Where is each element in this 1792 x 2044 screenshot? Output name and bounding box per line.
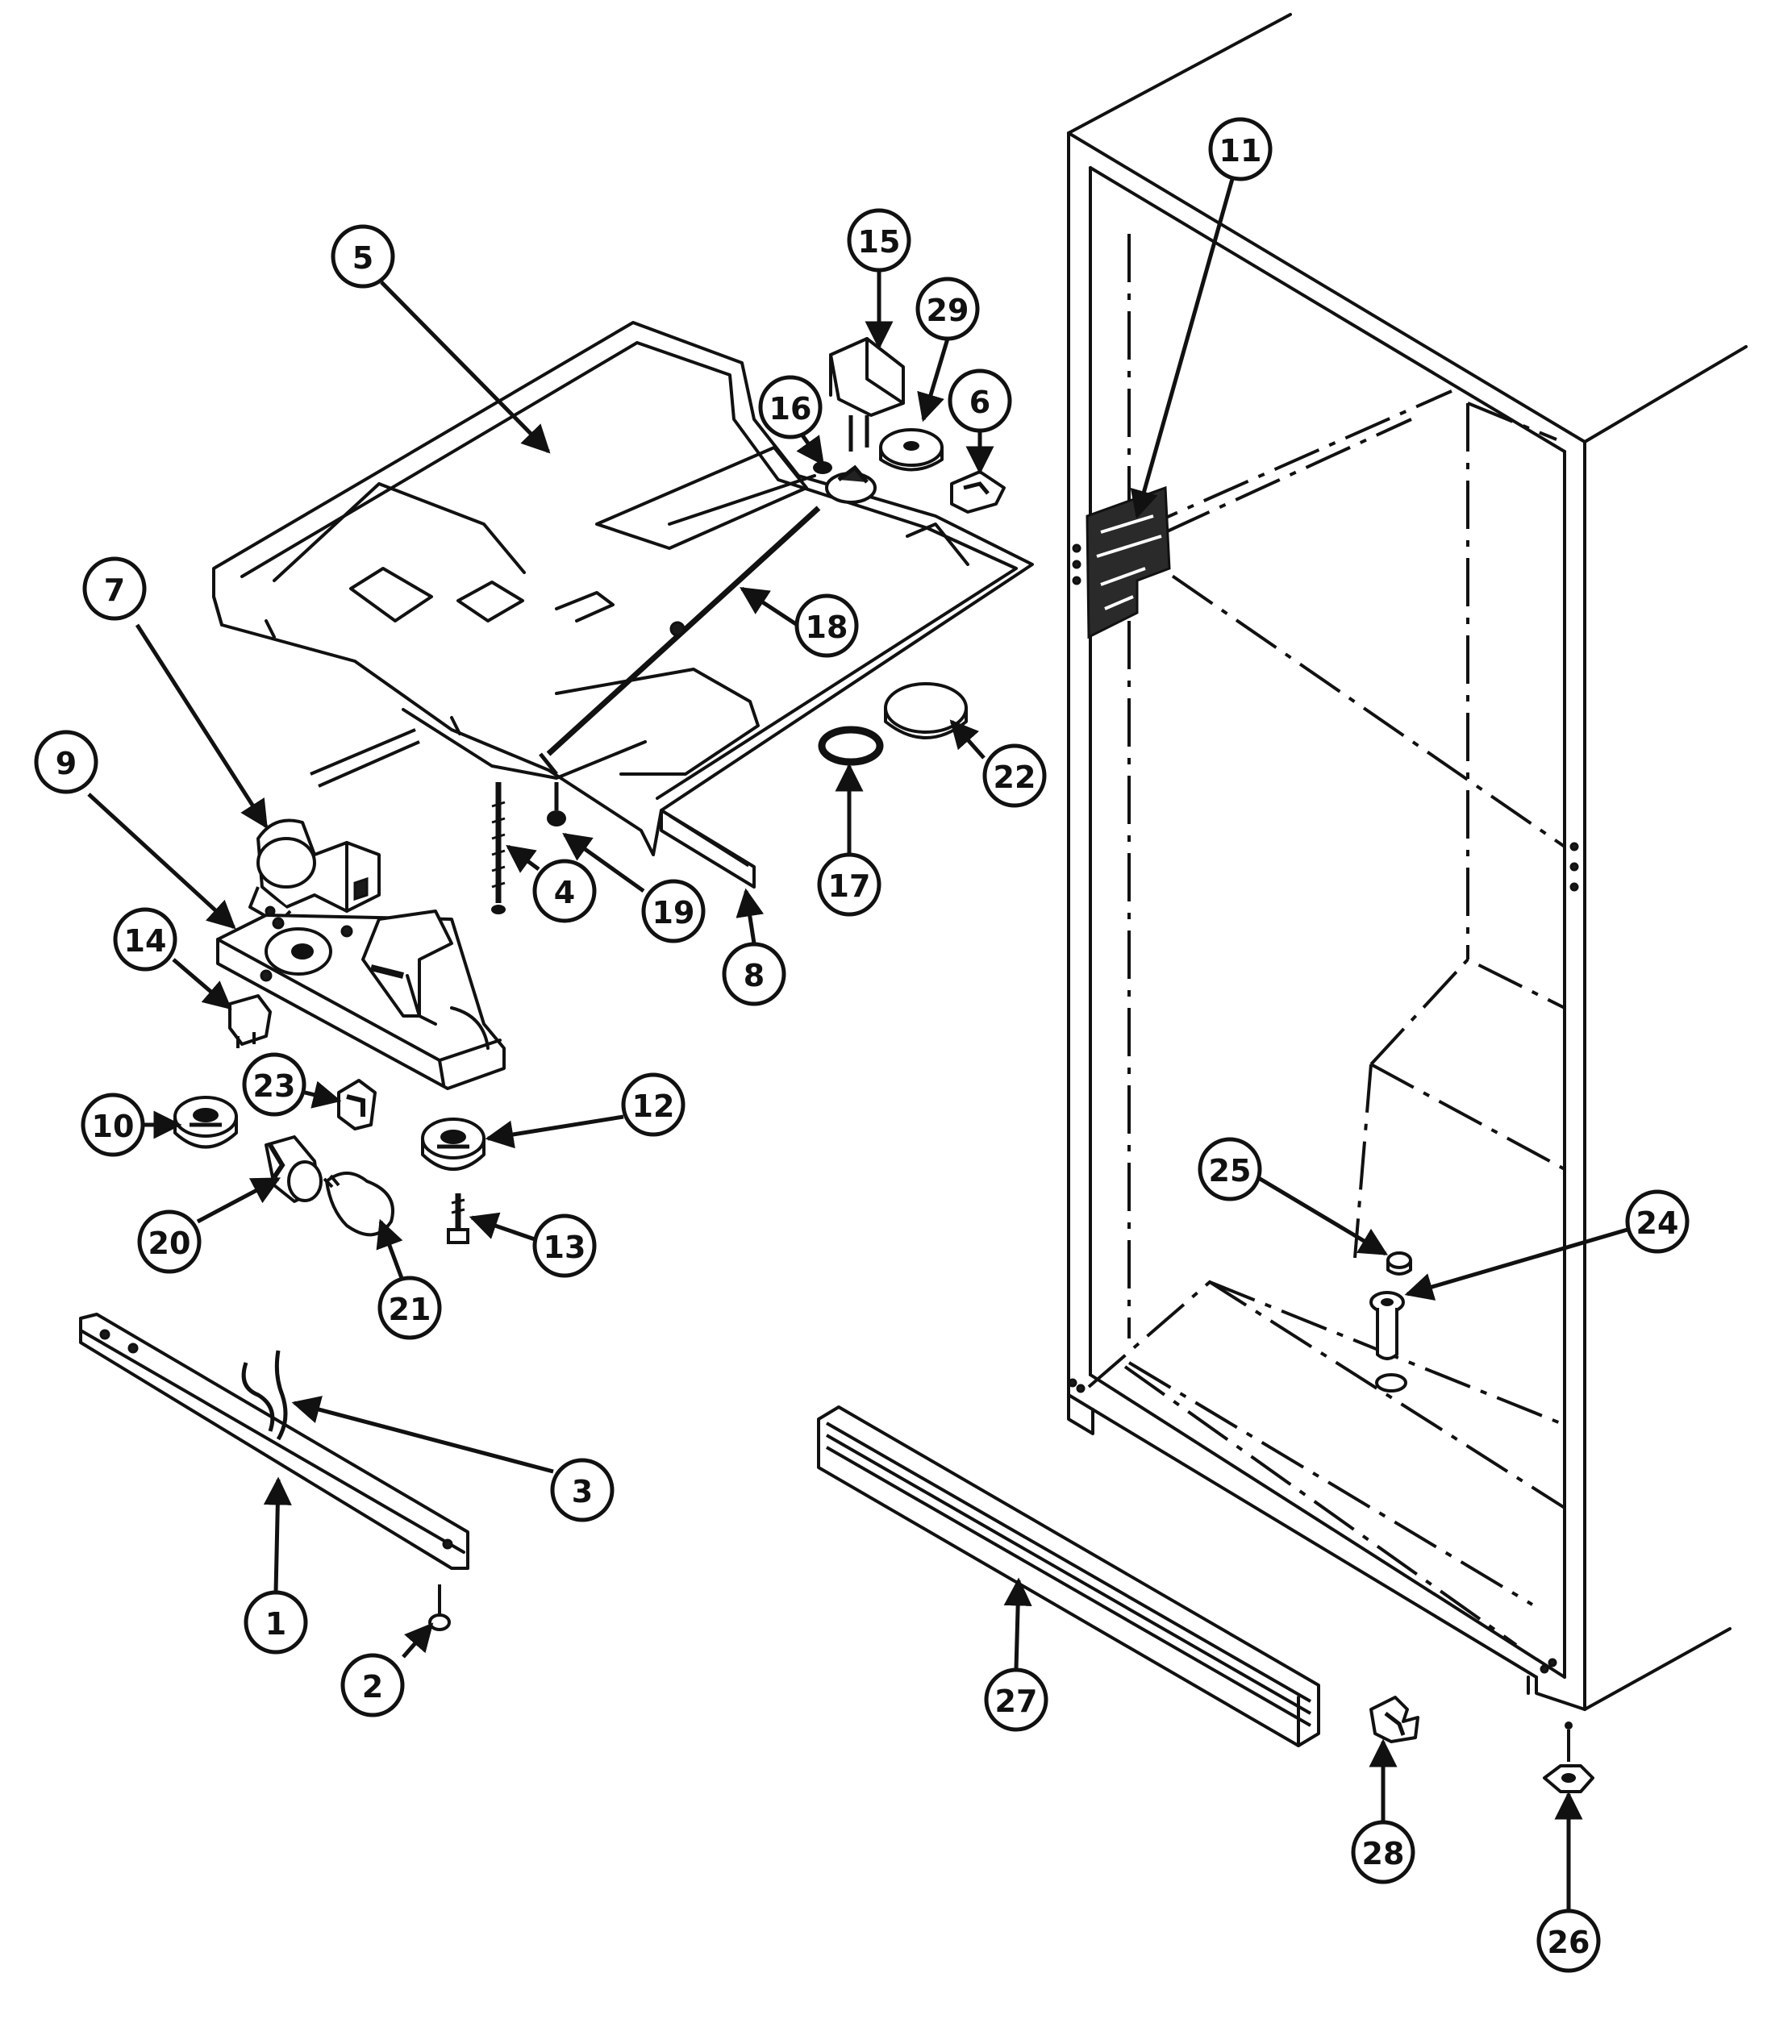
part-17-ring [818, 726, 884, 766]
part-2-screw [428, 1584, 451, 1631]
callout-14: 14 [113, 907, 177, 972]
svg-text:7: 7 [104, 572, 125, 608]
callout-9: 9 [34, 730, 98, 794]
svg-text:16: 16 [769, 391, 812, 427]
part-28-clip [1369, 1696, 1419, 1743]
callout-23: 23 [242, 1052, 306, 1117]
svg-text:13: 13 [544, 1230, 586, 1265]
svg-text:5: 5 [352, 240, 373, 276]
callout-16: 16 [758, 375, 823, 439]
callout-13: 13 [532, 1213, 597, 1278]
callout-24: 24 [1625, 1189, 1690, 1254]
svg-text:24: 24 [1636, 1205, 1679, 1241]
svg-text:19: 19 [652, 895, 695, 930]
part-19-screw [547, 782, 566, 826]
callout-20: 20 [137, 1209, 202, 1274]
callout-27: 27 [984, 1667, 1048, 1732]
callout-4: 4 [532, 859, 597, 923]
svg-text:28: 28 [1362, 1836, 1405, 1871]
callout-1: 1 [244, 1590, 308, 1655]
part-15-bracket [829, 337, 905, 452]
svg-text:27: 27 [995, 1684, 1038, 1719]
part-22-cap [884, 682, 968, 739]
part-23-bracket [337, 1079, 377, 1130]
part-24-drain [1369, 1291, 1407, 1393]
svg-text:22: 22 [994, 760, 1036, 795]
svg-text:12: 12 [632, 1089, 675, 1124]
callout-3: 3 [550, 1458, 615, 1522]
svg-text:21: 21 [389, 1292, 431, 1327]
callout-10: 10 [81, 1093, 145, 1157]
svg-text:9: 9 [56, 746, 77, 781]
part-25-nut [1386, 1251, 1412, 1276]
callout-6: 6 [948, 368, 1012, 433]
callout-29: 29 [915, 277, 980, 341]
svg-text:2: 2 [362, 1669, 383, 1705]
callout-11: 11 [1208, 117, 1273, 181]
part-10-knob [173, 1096, 238, 1149]
svg-text:23: 23 [253, 1068, 296, 1104]
part-26-leveler [1543, 1721, 1594, 1793]
svg-text:14: 14 [124, 923, 167, 959]
svg-text:1: 1 [265, 1606, 286, 1642]
callout-12: 12 [621, 1072, 686, 1137]
svg-text:20: 20 [148, 1226, 191, 1261]
svg-text:29: 29 [927, 293, 969, 328]
callout-18: 18 [794, 593, 859, 658]
callout-5: 5 [331, 224, 395, 289]
callout-8: 8 [722, 942, 786, 1006]
svg-text:11: 11 [1219, 133, 1262, 169]
callout-22: 22 [982, 743, 1047, 808]
svg-text:10: 10 [92, 1109, 135, 1144]
callout-15: 15 [847, 208, 911, 273]
part-3-wires [241, 1350, 288, 1441]
part-20-socket [265, 1135, 323, 1203]
svg-text:6: 6 [969, 385, 990, 420]
callout-21: 21 [377, 1276, 442, 1340]
part-29-washer [879, 428, 944, 472]
svg-text:18: 18 [806, 610, 848, 645]
svg-text:3: 3 [572, 1474, 593, 1509]
part-14-switch [228, 994, 272, 1048]
part-13-screw [447, 1193, 469, 1244]
part-6-clip [950, 470, 1006, 514]
part-11-tape [1086, 485, 1171, 639]
callout-17: 17 [817, 852, 881, 917]
part-7-timer [248, 728, 420, 925]
part-9-housing [216, 910, 506, 1090]
part-8-strip [660, 809, 756, 889]
part-27-grille [817, 1405, 1320, 1747]
callout-2: 2 [340, 1653, 405, 1717]
part-5-top-panel [212, 321, 1034, 856]
part-1-bar [79, 1313, 469, 1570]
callout-7: 7 [82, 556, 147, 621]
svg-text:26: 26 [1548, 1925, 1590, 1960]
refrigerator-cabinet [1067, 13, 1748, 1711]
callout-25: 25 [1198, 1137, 1262, 1201]
callout-28: 28 [1351, 1820, 1415, 1884]
leader-lines [87, 178, 1628, 1911]
part-12-knob [421, 1118, 486, 1171]
part-4-screw [491, 782, 506, 914]
svg-text:4: 4 [554, 875, 575, 910]
svg-text:8: 8 [744, 958, 765, 993]
svg-text:25: 25 [1209, 1153, 1252, 1189]
callout-19: 19 [641, 879, 706, 943]
svg-text:15: 15 [858, 224, 901, 260]
callout-26: 26 [1536, 1909, 1601, 1973]
part-16-control [813, 461, 877, 504]
svg-text:17: 17 [828, 868, 871, 904]
